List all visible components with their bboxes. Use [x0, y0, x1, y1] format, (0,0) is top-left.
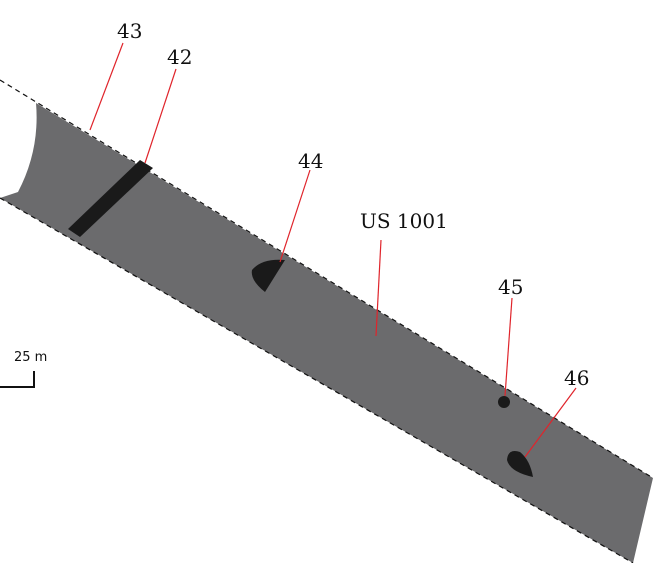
leader-43 [89, 42, 124, 131]
label-feature-44: 44 [298, 149, 323, 173]
trench-bottom-edge [0, 197, 634, 563]
label-feature-43: 43 [117, 19, 142, 43]
feature-44-pit [251, 259, 285, 292]
label-feature-45: 45 [498, 275, 523, 299]
feature-42-ditch [68, 160, 153, 237]
feature-45-posthole [498, 396, 510, 408]
trench-top-edge [0, 79, 653, 479]
trench-us1001 [0, 103, 653, 563]
leader-us1001 [375, 239, 382, 337]
label-feature-42: 42 [167, 45, 192, 69]
leader-44 [279, 169, 311, 263]
scale-bar [0, 371, 35, 388]
scale-bar-label: 25 m [14, 350, 47, 365]
leader-42 [144, 68, 177, 164]
leader-46 [524, 387, 577, 458]
feature-46-pit [507, 451, 533, 477]
leader-45 [504, 297, 513, 397]
label-layer-us1001: US 1001 [360, 209, 448, 233]
label-feature-46: 46 [564, 366, 589, 390]
